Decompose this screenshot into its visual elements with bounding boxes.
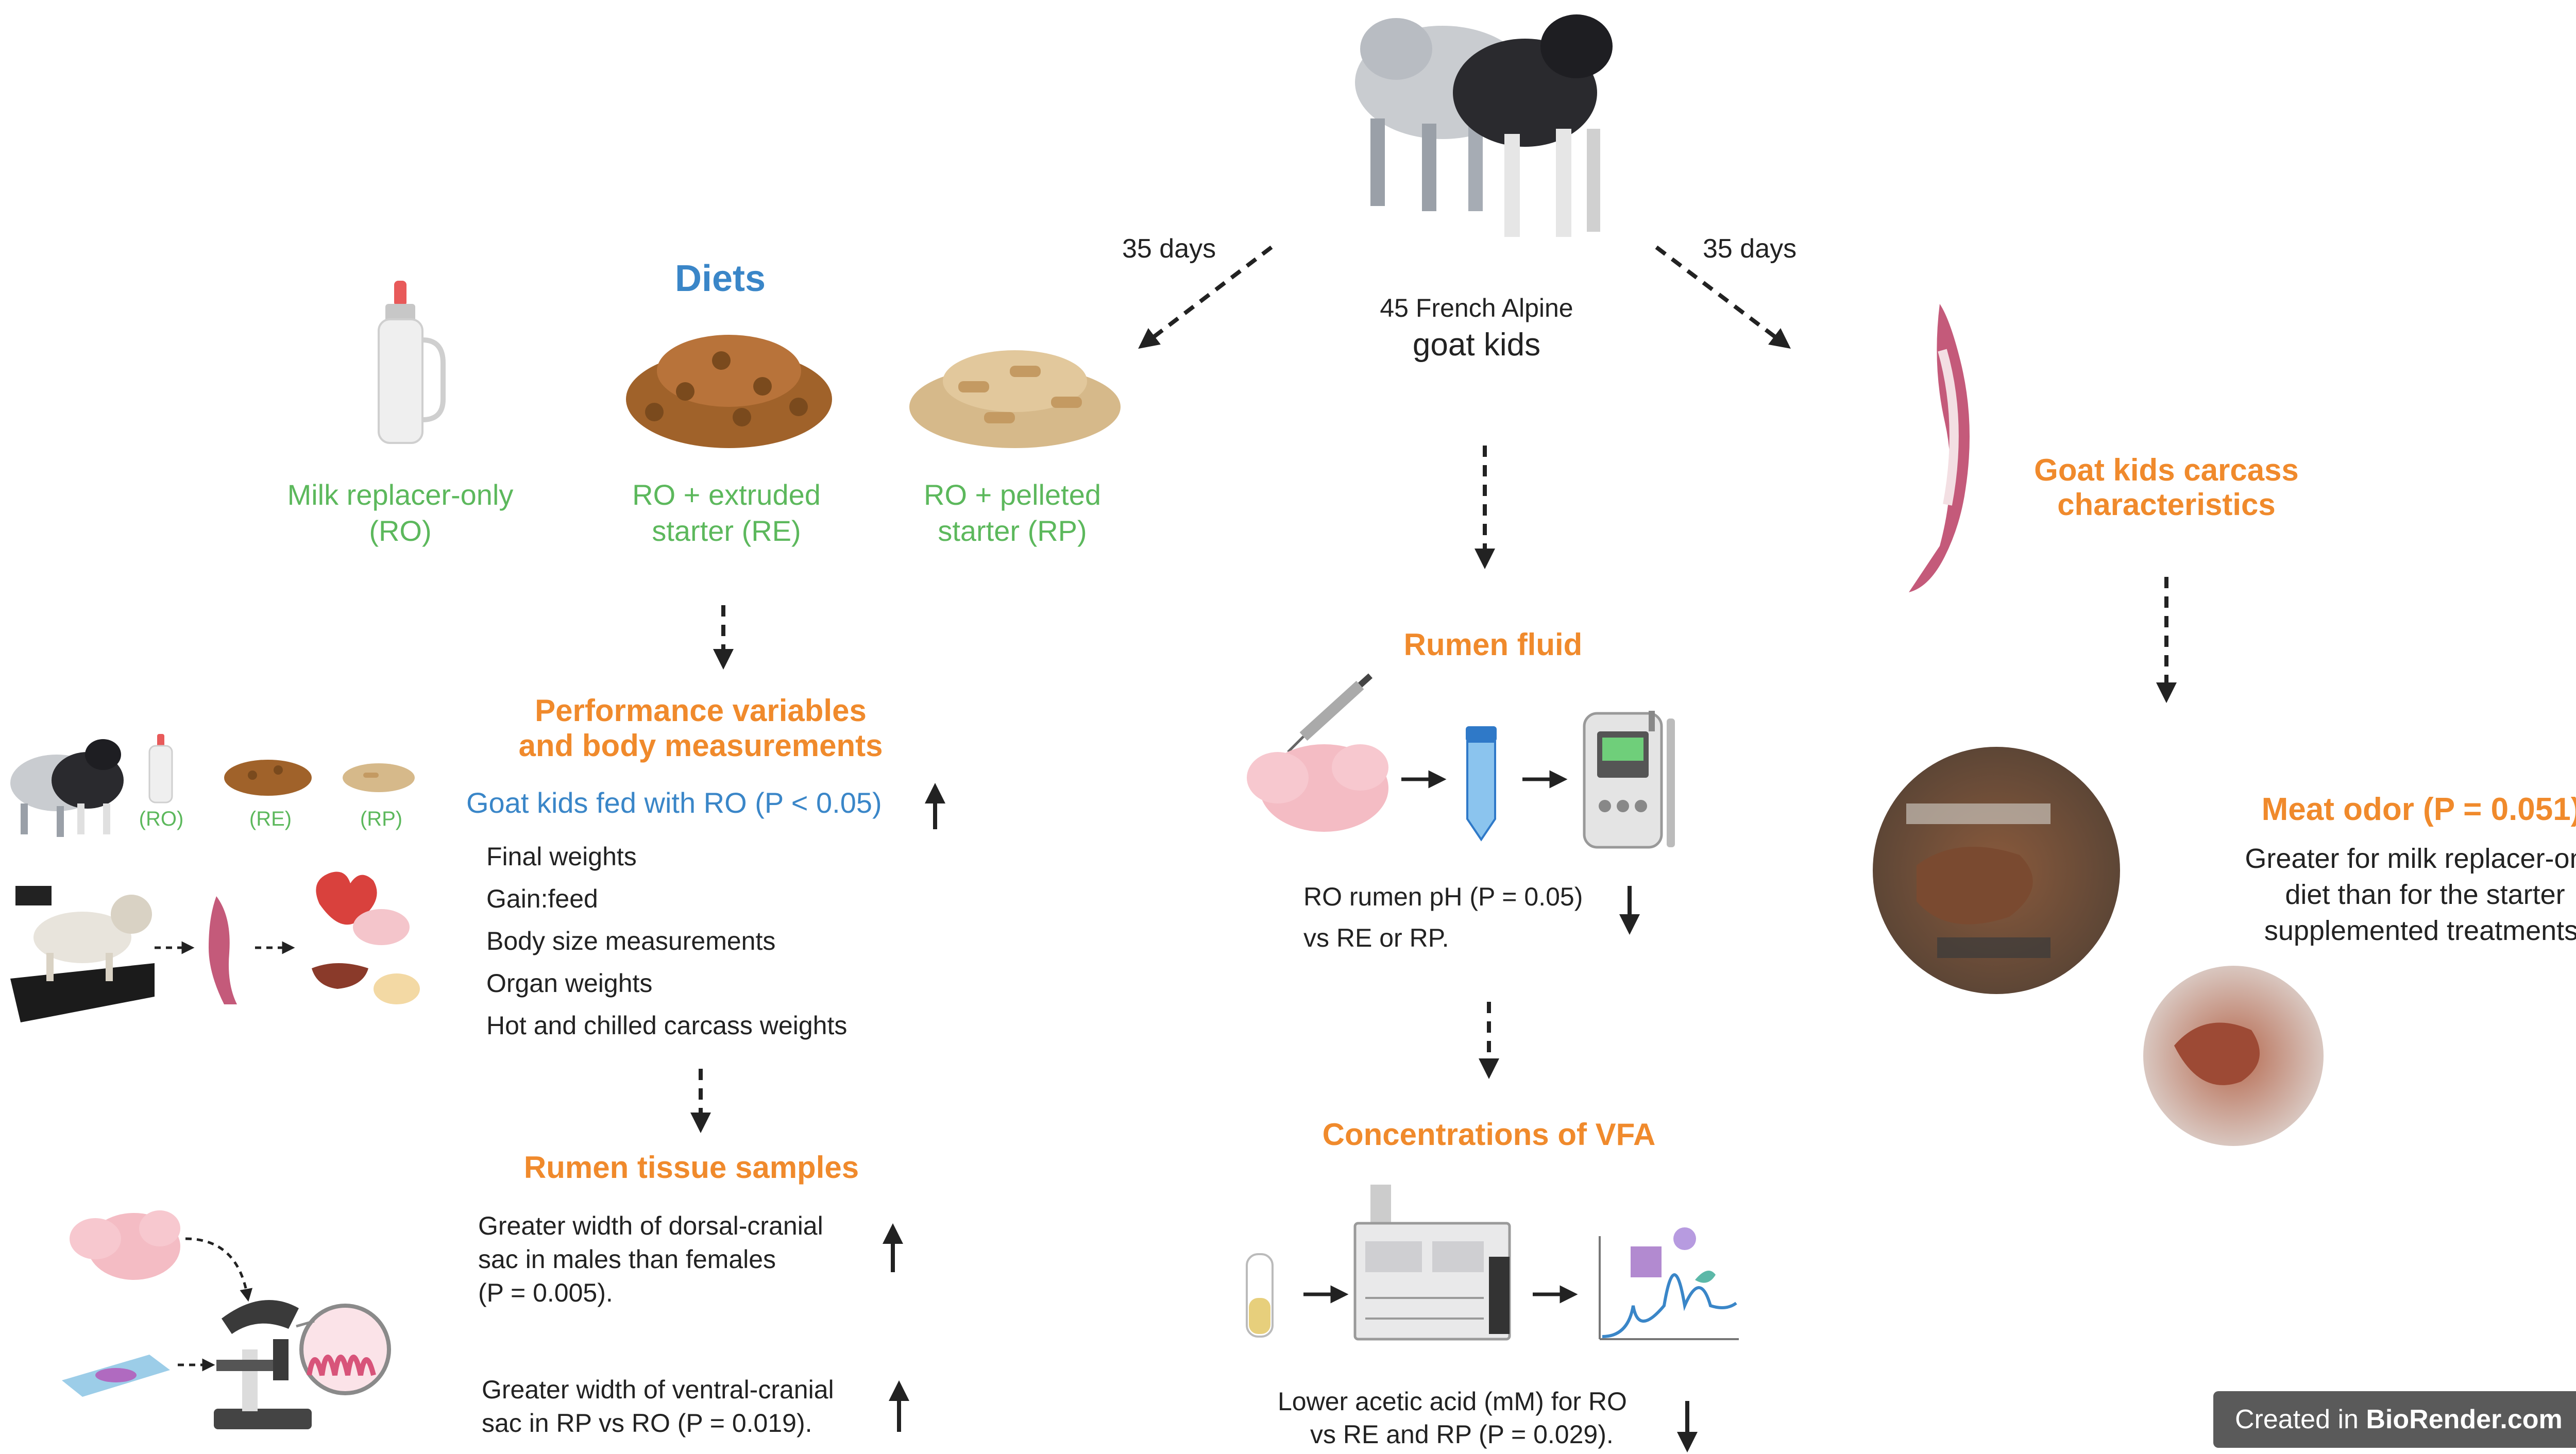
days-label-right: 35 days xyxy=(1703,234,1797,264)
goat-kids-label-2: goat kids xyxy=(1413,327,1540,363)
rumen-fluid-title: Rumen fluid xyxy=(1404,627,1583,662)
meat-photo-1 xyxy=(1873,747,2120,994)
diets-title: Diets xyxy=(675,258,766,299)
performance-item-4: Organ weights xyxy=(486,969,652,998)
meat-odor-line3: supplemented treatments. xyxy=(2264,915,2576,946)
small-milk-bottle-icon xyxy=(148,734,173,803)
small-pelleted-icon xyxy=(343,763,415,792)
arrow-to-carcass xyxy=(1655,245,1791,349)
performance-item-3: Body size measurements xyxy=(486,927,775,955)
carcass-title-2: characteristics xyxy=(2057,487,2276,522)
vfa-tube-icon xyxy=(1246,1253,1274,1338)
diet-rp-label-2: starter (RP) xyxy=(938,515,1087,547)
microscope-slide-icon xyxy=(62,1355,170,1397)
chromatogram-icon xyxy=(1599,1227,1739,1340)
rumen-tissue-finding1-line3: (P = 0.005). xyxy=(478,1278,613,1307)
syringe-icon xyxy=(1287,673,1373,753)
rumen-tissue-finding1-line2: sac in males than females xyxy=(478,1245,776,1274)
meat-odor-line1: Greater for milk replacer-only xyxy=(2245,843,2576,874)
extruded-starter-icon xyxy=(626,335,832,448)
rumen-tissue-finding2-line2: sac in RP vs RO (P = 0.019). xyxy=(482,1409,812,1438)
meat-odor-line2: diet than for the starter xyxy=(2285,879,2565,910)
performance-title-2: and body measurements xyxy=(519,728,883,763)
days-label-left: 35 days xyxy=(1122,234,1216,264)
performance-finding: Goat kids fed with RO (P < 0.05) xyxy=(466,786,882,819)
test-tube-icon xyxy=(1466,726,1497,842)
small-re-label: (RE) xyxy=(249,808,292,830)
performance-item-5: Hot and chilled carcass weights xyxy=(486,1011,847,1040)
ph-meter-icon xyxy=(1583,711,1675,849)
badge-brand: BioRender.com xyxy=(2366,1405,2563,1434)
goat-kids-label: 45 French Alpine xyxy=(1380,294,1573,322)
diet-ro-label-2: (RO) xyxy=(369,515,431,547)
vfa-finding-line2: vs RE and RP (P = 0.029). xyxy=(1310,1420,1614,1449)
rumen-tissue-finding2-line1: Greater width of ventral-cranial xyxy=(482,1375,834,1404)
rumen-fluid-stomach-icon xyxy=(1247,744,1388,832)
vfa-finding-line1: Lower acetic acid (mM) for RO xyxy=(1278,1387,1627,1416)
small-extruded-icon xyxy=(224,760,312,796)
small-ro-label: (RO) xyxy=(139,808,184,830)
rumen-fluid-finding-line1: RO rumen pH (P = 0.05) xyxy=(1303,882,1583,911)
goat-kids-icon xyxy=(1355,14,1613,237)
rumen-stomach-icon xyxy=(70,1210,180,1280)
meat-photo-2 xyxy=(2143,966,2324,1146)
small-goat-icon xyxy=(10,739,124,837)
microscope-icon xyxy=(214,1300,312,1429)
carcass-icon xyxy=(1909,304,1970,592)
arrow-to-diets xyxy=(1138,245,1273,349)
milk-bottle-icon xyxy=(378,281,446,444)
rumen-fluid-finding-line2: vs RE or RP. xyxy=(1303,923,1449,952)
small-carcass-icon xyxy=(209,896,237,1004)
small-rp-label: (RP) xyxy=(360,808,402,830)
rumen-tissue-title: Rumen tissue samples xyxy=(524,1150,859,1185)
weighing-scale-icon xyxy=(10,886,155,1022)
organs-icon xyxy=(312,871,420,1004)
performance-item-1: Final weights xyxy=(486,842,637,871)
dashed-curve-arrow xyxy=(185,1237,253,1302)
biorender-badge[interactable]: Created in BioRender.com xyxy=(2213,1391,2576,1448)
badge-prefix: Created in xyxy=(2235,1405,2366,1434)
gas-chromatograph-icon xyxy=(1353,1185,1511,1341)
diet-ro-label: Milk replacer-only xyxy=(287,478,514,511)
rumen-tissue-finding1-line1: Greater width of dorsal-cranial xyxy=(478,1211,823,1240)
vfa-title: Concentrations of VFA xyxy=(1323,1117,1656,1152)
carcass-title: Goat kids carcass xyxy=(2034,453,2299,487)
performance-title: Performance variables xyxy=(535,693,867,728)
flow-arrows xyxy=(690,245,2177,1133)
pelleted-starter-icon xyxy=(909,350,1121,448)
diet-re-label-2: starter (RE) xyxy=(652,515,801,547)
performance-item-2: Gain:feed xyxy=(486,884,598,913)
diet-re-label: RO + extruded xyxy=(632,478,821,511)
tissue-magnifier-icon xyxy=(296,1304,391,1395)
diet-rp-label: RO + pelleted xyxy=(924,478,1101,511)
meat-odor-title: Meat odor (P = 0.051) xyxy=(2262,792,2576,827)
